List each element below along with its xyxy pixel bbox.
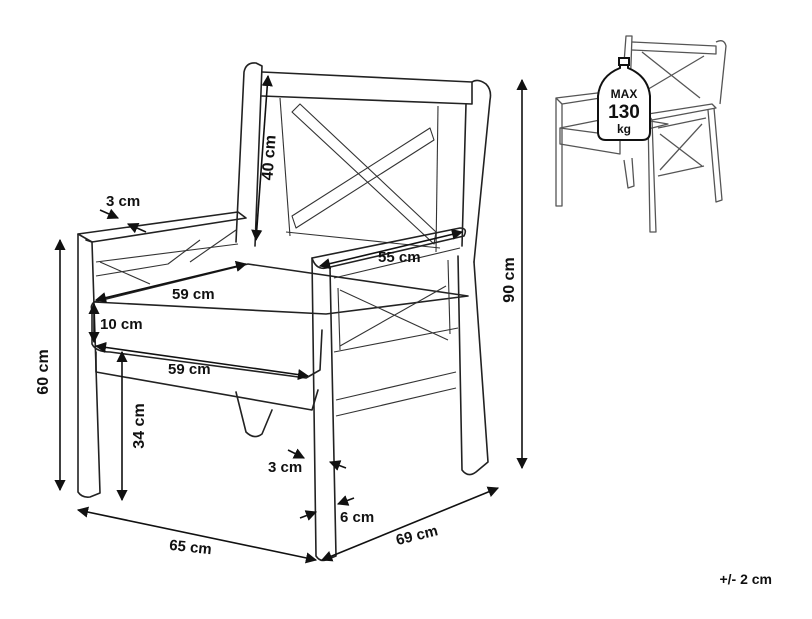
tolerance-note: +/- 2 cm — [719, 571, 772, 587]
label-arm-height: 60 cm — [35, 349, 52, 394]
label-total-height: 90 cm — [501, 257, 518, 302]
label-leg-offset: 3 cm — [268, 459, 302, 476]
chair-illustration — [77, 62, 492, 562]
label-arm-thickness: 3 cm — [106, 193, 140, 210]
max-load-label: MAX — [611, 87, 638, 101]
label-seat-width: 59 cm — [168, 361, 211, 378]
dimension-labels: 40 cm 3 cm 59 cm 55 cm 10 cm 59 cm 60 cm… — [35, 134, 518, 558]
label-armrest-length: 55 cm — [378, 249, 421, 266]
label-cushion-thickness: 10 cm — [100, 316, 143, 333]
max-load-unit: kg — [617, 122, 631, 136]
max-load-value: 130 — [608, 102, 640, 123]
load-capacity-illustration: MAX 130 kg — [555, 35, 727, 233]
label-total-depth: 69 cm — [394, 522, 439, 549]
label-seat-height: 34 cm — [131, 403, 148, 448]
label-leg-width: 6 cm — [340, 509, 374, 526]
label-back-height: 40 cm — [259, 134, 279, 180]
weight-icon: MAX 130 kg — [597, 57, 651, 141]
dimension-lines — [54, 74, 528, 564]
label-total-width: 65 cm — [168, 537, 212, 558]
label-seat-depth: 59 cm — [172, 286, 215, 303]
